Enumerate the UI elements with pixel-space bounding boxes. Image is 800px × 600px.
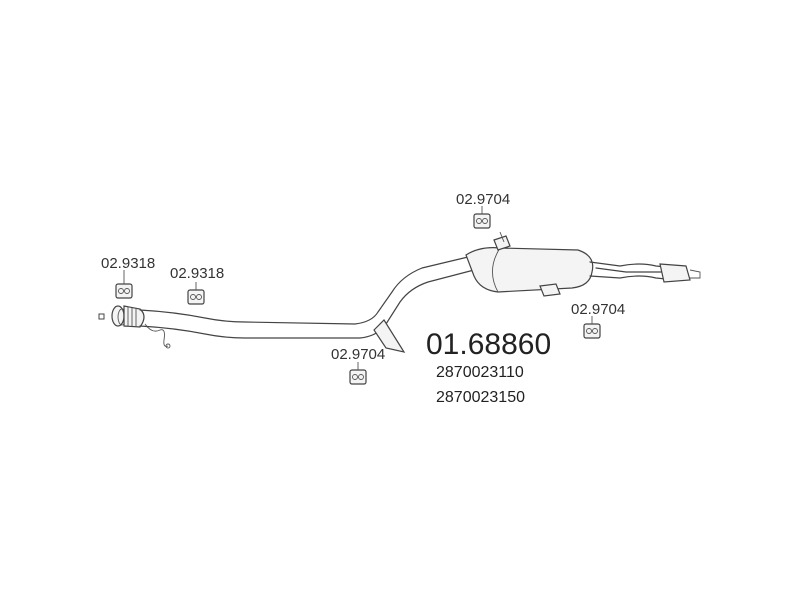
label-hanger-front-right: 02.9318 (170, 265, 224, 282)
hanger-front-left (115, 270, 133, 299)
front-pipe (111, 305, 171, 349)
label-hanger-middle: 02.9704 (331, 346, 385, 363)
oem-number-1: 2870023110 (436, 364, 524, 381)
main-part-number: 01.68860 (426, 328, 551, 361)
hanger-rear-top (473, 206, 491, 229)
hanger-front-right (187, 282, 205, 305)
hanger-rear-right (583, 316, 601, 339)
oem-number-2: 2870023150 (436, 389, 525, 406)
label-hanger-front-left: 02.9318 (101, 255, 155, 272)
hanger-middle (349, 362, 367, 385)
label-hanger-rear-top: 02.9704 (456, 191, 510, 208)
middle-pipe (139, 256, 475, 353)
label-hanger-rear-right: 02.9704 (571, 301, 625, 318)
front-flange-marker (98, 313, 105, 320)
rear-muffler (465, 231, 701, 297)
